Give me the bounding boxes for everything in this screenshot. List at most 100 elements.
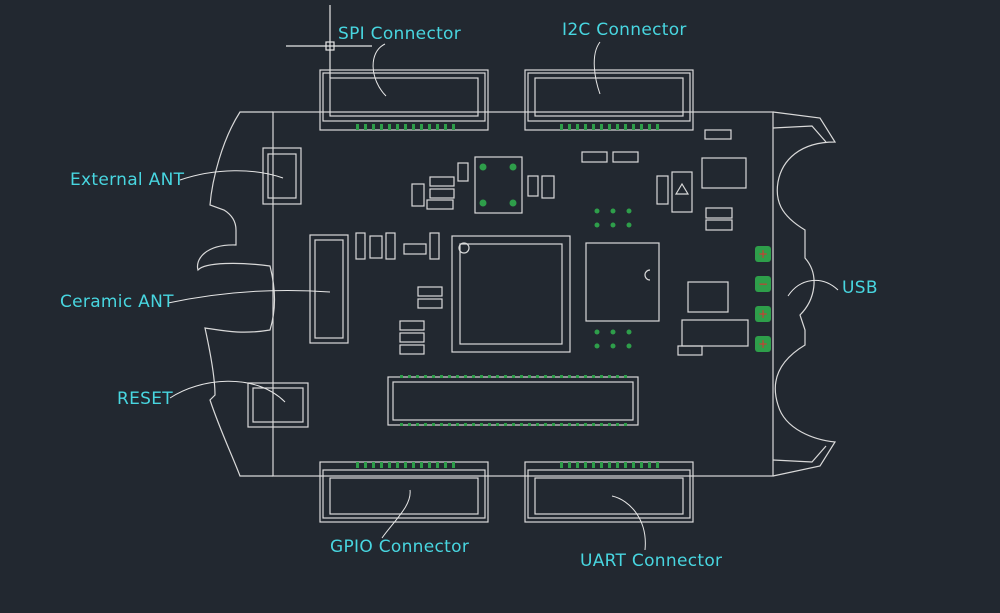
pad [576, 423, 579, 426]
pad [412, 124, 415, 130]
pad [552, 375, 555, 378]
pad [512, 375, 515, 378]
pad [656, 462, 659, 468]
usb-leader-line [787, 279, 839, 297]
pad [576, 124, 579, 130]
pad [640, 124, 643, 130]
pad [464, 423, 467, 426]
reset-leader-line [169, 380, 286, 403]
pad [496, 375, 499, 378]
gpio-leader-line [381, 489, 411, 539]
pad [416, 423, 419, 426]
reset-label: RESET [117, 389, 173, 409]
pad [380, 124, 383, 130]
pad [472, 423, 475, 426]
pad [528, 423, 531, 426]
pad [568, 375, 571, 378]
pad [480, 423, 483, 426]
pad [568, 423, 571, 426]
pad [388, 124, 391, 130]
pad [364, 462, 367, 468]
pad [648, 124, 651, 130]
pad [520, 375, 523, 378]
i2c-connector-footprint [524, 69, 694, 131]
pad [404, 124, 407, 130]
ceramic-ant-label: Ceramic ANT [60, 292, 174, 312]
external-ant-footprint [262, 147, 302, 205]
pad [400, 375, 403, 378]
pad [544, 423, 547, 426]
pad [488, 423, 491, 426]
pad [408, 375, 411, 378]
pad [560, 423, 563, 426]
pad [452, 124, 455, 130]
pad [520, 423, 523, 426]
pad [444, 124, 447, 130]
pad [380, 462, 383, 468]
gpio-connector-label: GPIO Connector [330, 537, 470, 557]
pad [648, 462, 651, 468]
pad [440, 423, 443, 426]
pad [356, 462, 359, 468]
pad [528, 375, 531, 378]
pad [420, 124, 423, 130]
spi-leader-line [372, 43, 387, 97]
passive-components [355, 129, 749, 356]
pad [388, 462, 391, 468]
pad [560, 462, 563, 468]
pad [428, 462, 431, 468]
pad [536, 423, 539, 426]
pad [400, 423, 403, 426]
leader-lines [167, 41, 839, 551]
pad [396, 462, 399, 468]
pad [640, 462, 643, 468]
usb-label: USB [842, 278, 878, 298]
usb-pin-mark: + [758, 247, 768, 261]
pad [600, 462, 603, 468]
pad [440, 375, 443, 378]
crystal-component [457, 156, 539, 214]
pad [408, 423, 411, 426]
pad [472, 375, 475, 378]
reset-button-footprint [247, 382, 309, 428]
secondary-chip [585, 242, 660, 322]
pad [364, 124, 367, 130]
pad [616, 124, 619, 130]
pad [616, 423, 619, 426]
usb-pin-mark: + [758, 307, 768, 321]
pad [616, 375, 619, 378]
i2c-connector-label: I2C Connector [562, 20, 687, 40]
pad [576, 375, 579, 378]
pad [356, 124, 359, 130]
pad [624, 423, 627, 426]
pad [576, 462, 579, 468]
uart-connector-label: UART Connector [580, 551, 723, 571]
pad [656, 124, 659, 130]
pad [416, 375, 419, 378]
pad [600, 375, 603, 378]
pad [412, 462, 415, 468]
pad [536, 375, 539, 378]
pad [436, 462, 439, 468]
pad [372, 462, 375, 468]
pad [632, 124, 635, 130]
pad [584, 462, 587, 468]
pad [424, 375, 427, 378]
pad [504, 375, 507, 378]
usb-pin-marks: + − + + [758, 247, 768, 351]
pad [568, 462, 571, 468]
pad [624, 462, 627, 468]
uart-leader-line [611, 495, 646, 551]
external-ant-label: External ANT [70, 170, 185, 190]
i2c-leader-line [593, 41, 601, 95]
board-outline [196, 111, 837, 477]
pad [436, 124, 439, 130]
pad [512, 423, 515, 426]
pad [568, 124, 571, 130]
usb-pin-mark: + [758, 337, 768, 351]
pad [592, 462, 595, 468]
pad [592, 423, 595, 426]
pad [420, 462, 423, 468]
pad [592, 375, 595, 378]
